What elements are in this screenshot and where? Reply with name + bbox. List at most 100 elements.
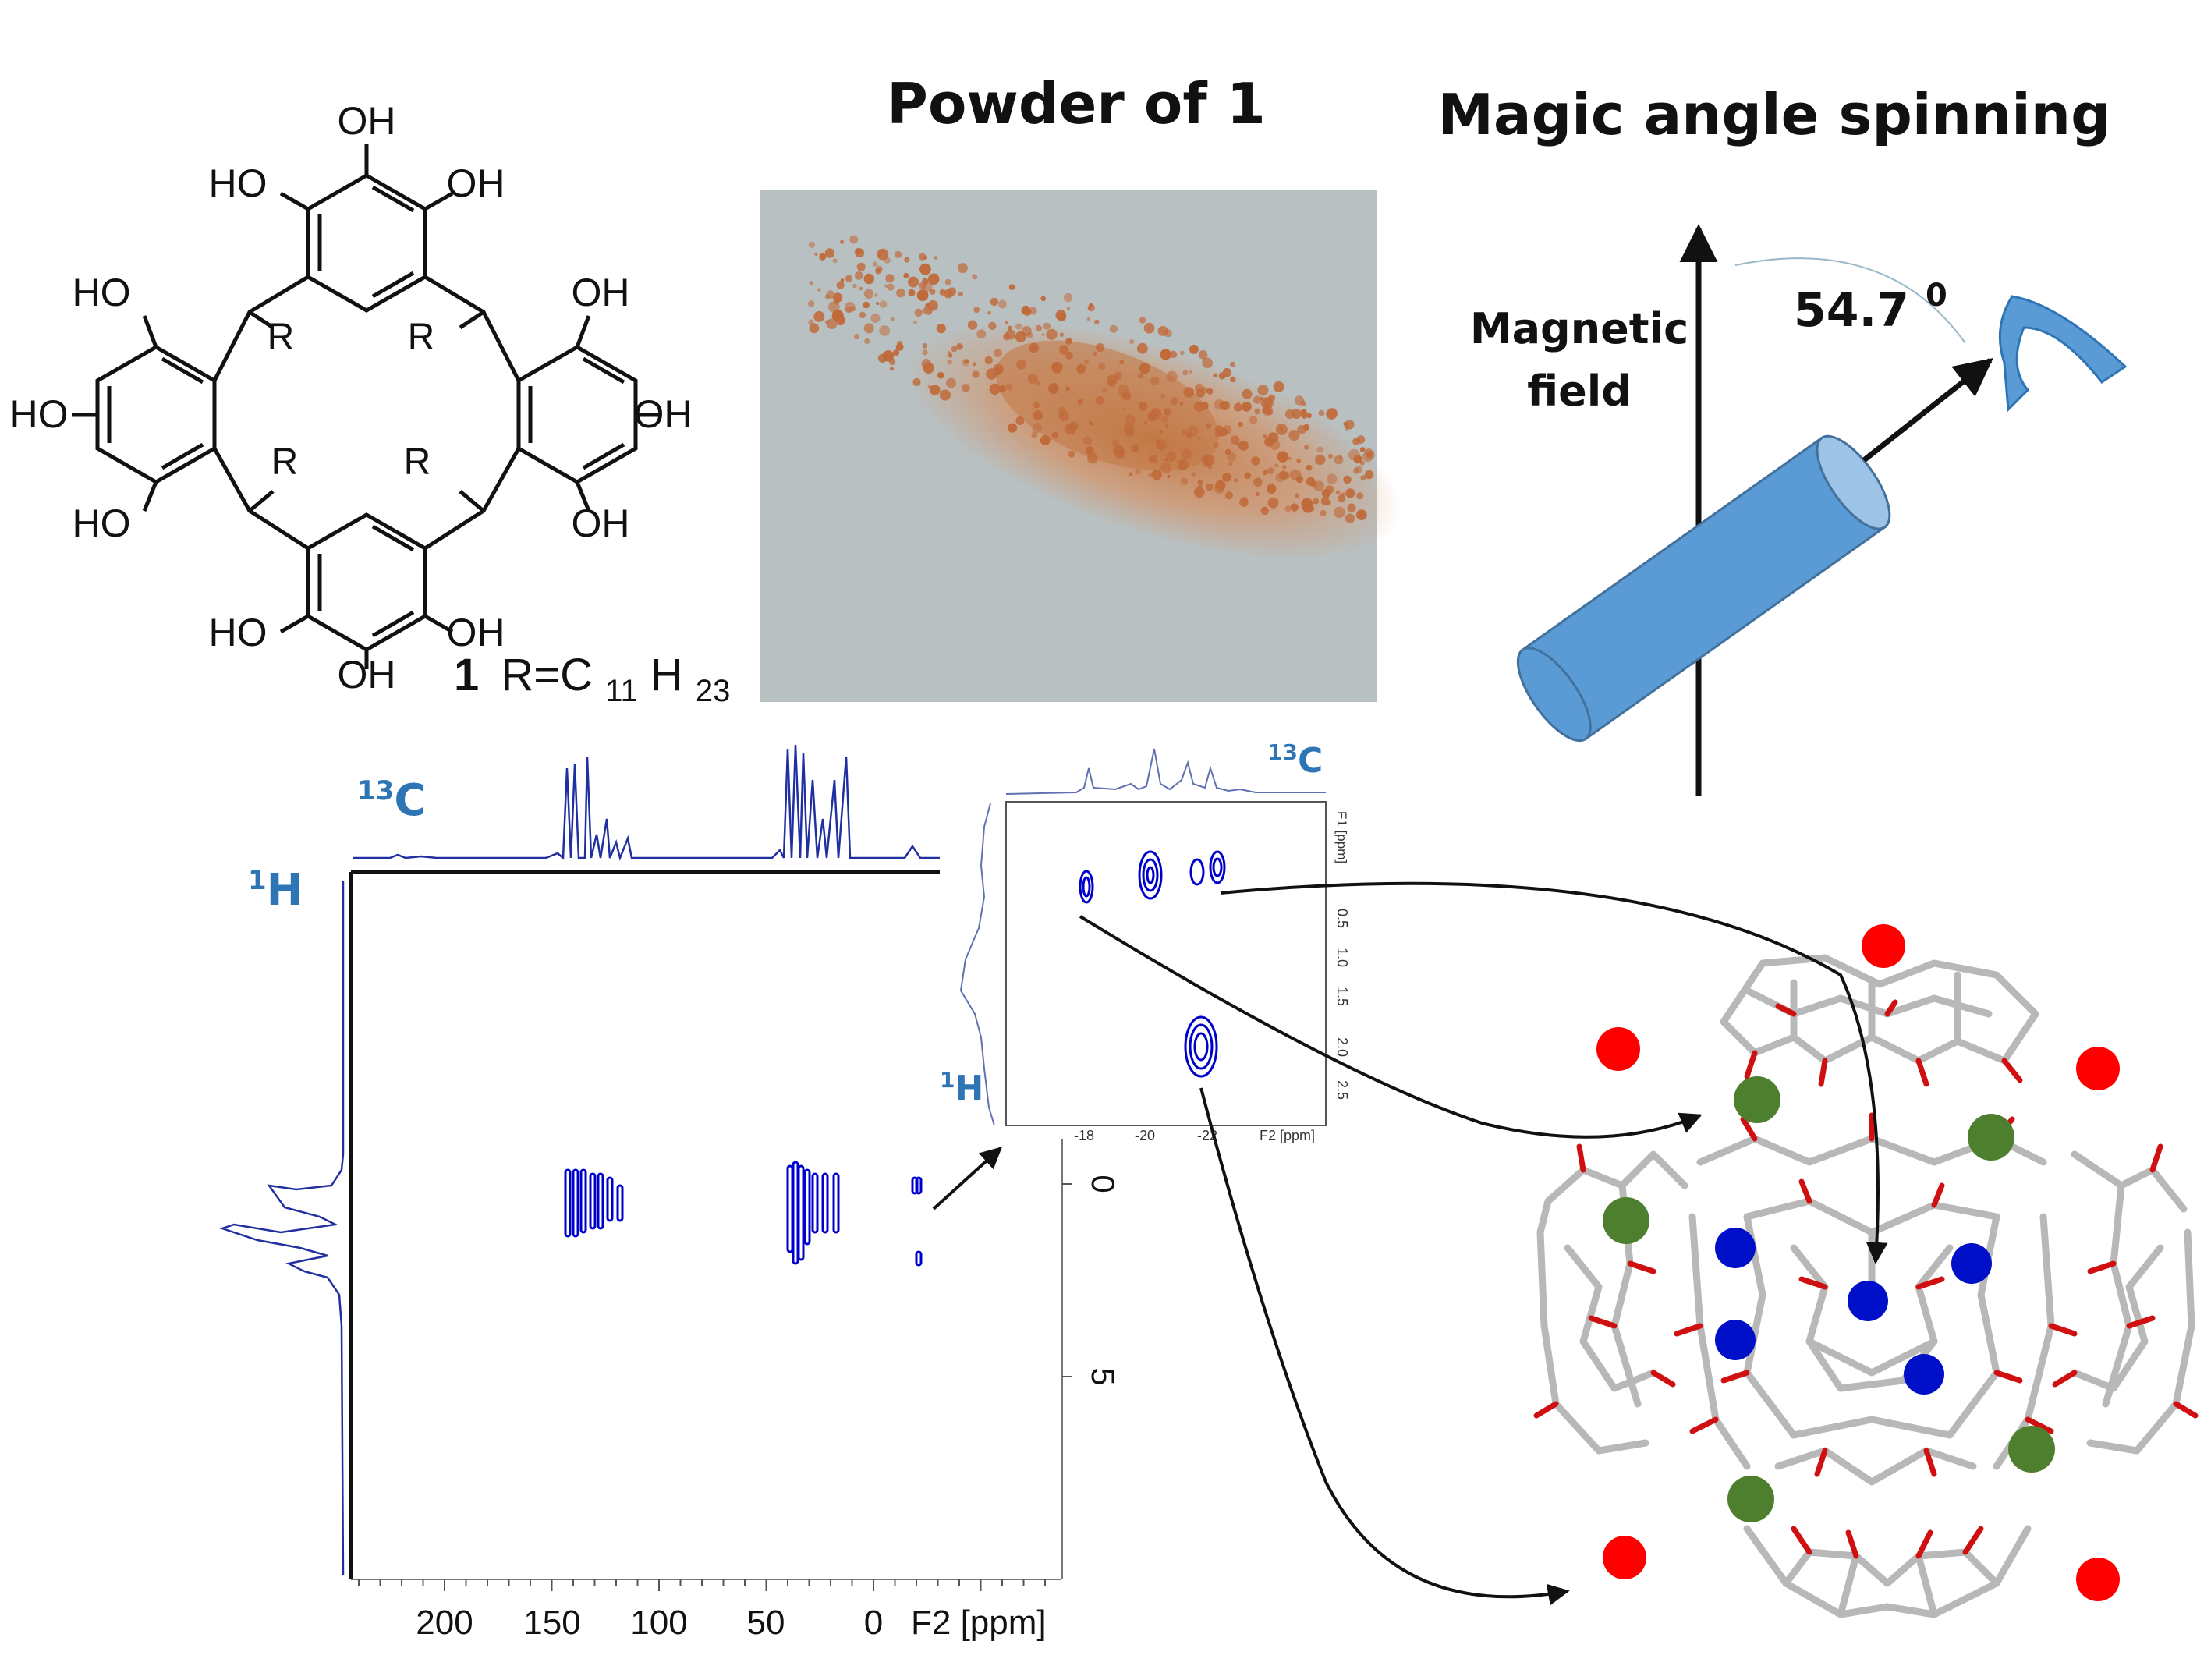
powder-grain (1230, 361, 1236, 367)
powder-grain (1170, 397, 1178, 406)
powder-grain (1084, 359, 1089, 364)
powder-grain (1262, 406, 1271, 415)
powder-grain (1005, 321, 1009, 324)
oxygen-bond (1884, 999, 1898, 1017)
powder-grain (964, 359, 969, 364)
powder-grain (1111, 439, 1119, 446)
powder-grain (1027, 373, 1038, 385)
crystal-bond (1805, 1338, 1938, 1377)
powder-grain (854, 271, 863, 280)
powder-grain (1169, 350, 1178, 358)
main-spectrum: 13C 1H 200 150 100 50 0 F2 [ppm] 0 5 (219, 744, 1121, 1642)
powder-grain (1051, 361, 1063, 374)
powder-grain (1263, 470, 1268, 476)
powder-grain (1160, 394, 1166, 399)
powder-grain (879, 325, 890, 336)
molecule-structure (72, 144, 661, 669)
powder-grain (1306, 465, 1311, 470)
powder-grain (1315, 454, 1326, 466)
powder-grain (1326, 473, 1338, 484)
powder-grain (908, 289, 916, 296)
arrow-to-green-atom (1079, 915, 1703, 1139)
powder-grain (1095, 395, 1104, 405)
powder-grain (1122, 407, 1126, 411)
oxygen-bond (1576, 1143, 1586, 1173)
compound-formula-h: H (650, 650, 683, 700)
powder-grain (1353, 455, 1362, 464)
crystal-bond (1743, 1197, 2000, 1236)
powder-grain (1164, 329, 1172, 338)
powder-grain (973, 362, 976, 367)
powder-grain (1031, 431, 1038, 438)
powder-grain (1167, 474, 1171, 479)
powder-grain (921, 359, 931, 369)
powder-grain (1221, 401, 1230, 410)
powder-grain (1138, 402, 1148, 411)
powder-grain (1139, 363, 1150, 374)
contour-strip (579, 1168, 587, 1234)
oxygen-bond (2087, 1260, 2117, 1274)
powder-grain (1347, 503, 1356, 512)
atom-blue (1848, 1281, 1888, 1321)
arrow-to-blue-atoms (1220, 881, 1888, 1264)
powder-grain (1095, 343, 1105, 353)
powder-grain (1087, 307, 1092, 310)
powder-grain (939, 389, 951, 401)
powder-grain (1165, 424, 1169, 428)
powder-grain (845, 275, 852, 282)
powder-grain (1076, 363, 1086, 374)
mas-title: Magic angle spinning (1437, 82, 2110, 147)
powder-grain (1263, 434, 1267, 438)
crystal-bond (1782, 1548, 2000, 1587)
field-label-line2: field (1527, 367, 1632, 416)
powder-grain (1236, 441, 1240, 445)
magic-angle-arrow (1862, 357, 1993, 463)
powder-grain (1114, 371, 1122, 381)
powder-grain (1033, 402, 1040, 409)
crystal-bond (1720, 1010, 2039, 1065)
powder-grain (1303, 445, 1309, 450)
crystal-bond (1743, 1213, 2000, 1439)
ho-label-bottom-left: HO (209, 611, 268, 654)
oxygen-bond (2025, 1416, 2054, 1434)
compound-subscript-c: 11 (605, 674, 638, 708)
powder-grain (1166, 452, 1176, 463)
powder-grain (1300, 400, 1306, 406)
powder-grain (923, 306, 933, 315)
powder-grain (1343, 475, 1352, 484)
powder-grain (1136, 342, 1148, 354)
powder-grain (1161, 416, 1168, 423)
powder-grain (1160, 462, 1172, 474)
powder-grain (1065, 338, 1072, 346)
powder-grain (1087, 452, 1098, 464)
contour-strip (597, 1172, 604, 1230)
powder-grain (1196, 388, 1205, 398)
powder-grain (1119, 360, 1125, 365)
oxygen-bond (1744, 1050, 1758, 1079)
powder-grain (937, 371, 944, 379)
powder-grain (863, 301, 870, 309)
powder-grain (1260, 506, 1270, 516)
powder-grain (1321, 489, 1330, 498)
powder-grain (1041, 333, 1045, 337)
contour-strip (832, 1172, 840, 1234)
powder-grain (1288, 456, 1292, 460)
powder-grain (1124, 414, 1136, 426)
powder-grain (919, 263, 931, 275)
powder-grain (1089, 421, 1093, 426)
oh-label-top: OH (338, 99, 396, 143)
main-x-tick-50: 50 (747, 1604, 785, 1642)
inset-y-axis-label: F1 [ppm] (1334, 811, 1349, 863)
oxygen-bond (1775, 1003, 1797, 1017)
contour-strip (915, 1176, 923, 1195)
r-label-2: R (408, 317, 435, 358)
powder-grain (1189, 345, 1199, 354)
powder-grain (1159, 430, 1163, 434)
powder-grain (1208, 465, 1212, 470)
crystal-bond (2071, 1244, 2164, 1392)
powder-grain (1015, 331, 1026, 342)
powder-grain (896, 288, 905, 298)
contour-strip (616, 1184, 624, 1222)
powder-grain (1055, 310, 1067, 321)
atom-green (1727, 1476, 1774, 1522)
